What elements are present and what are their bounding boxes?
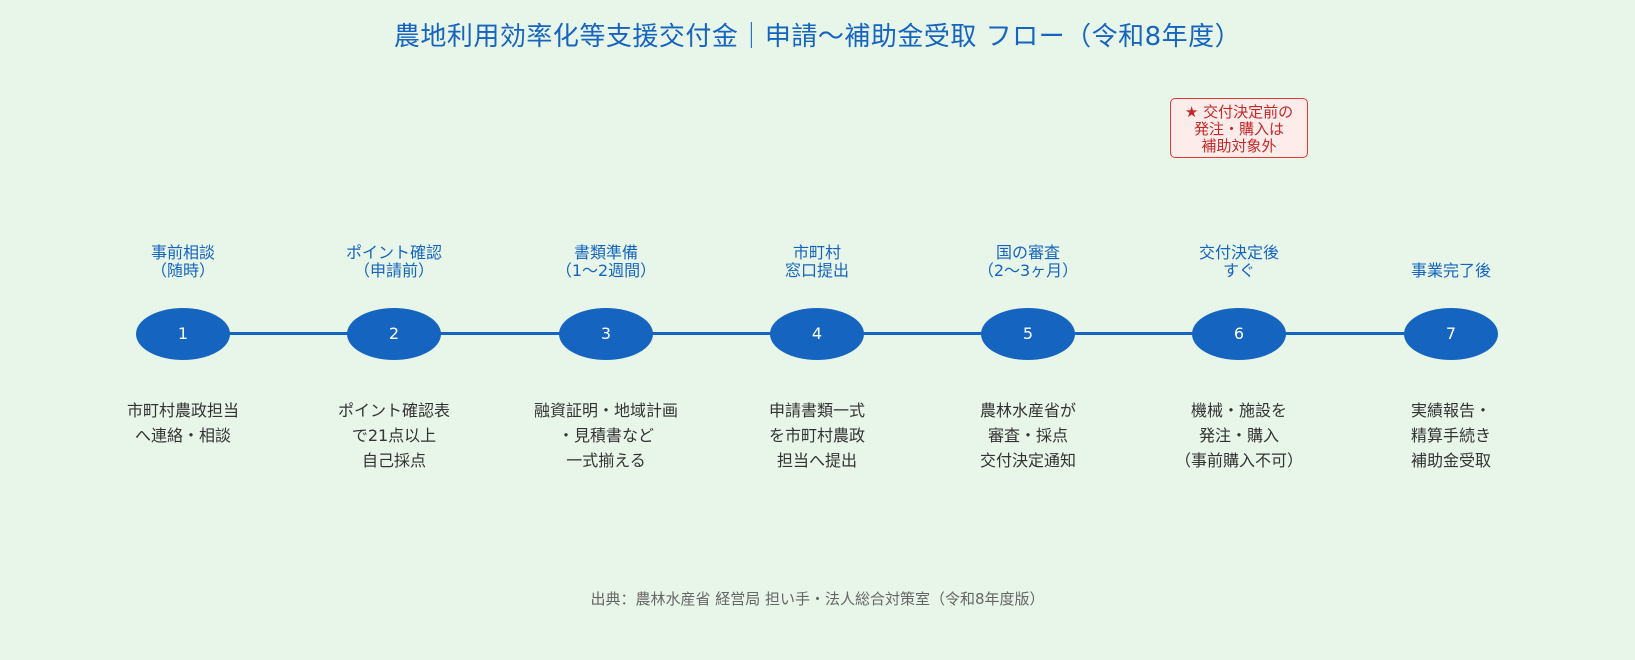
step-timing-line: （随時）: [150, 261, 215, 280]
step-timing-line: 事業完了後: [1410, 261, 1491, 280]
step-timing-line: ポイント確認: [345, 243, 442, 262]
step-timing: ポイント確認 （申請前）: [289, 240, 499, 280]
step-description-line: 交付決定通知: [979, 451, 1076, 470]
step-number-node: 7: [1404, 308, 1498, 360]
step-description-line: （事前購入不可）: [1174, 451, 1303, 470]
step-description-line: 審査・採点: [987, 426, 1068, 445]
step-timing-line: すぐ: [1222, 261, 1255, 280]
step-description-line: 一式揃える: [566, 451, 646, 470]
step-timing-line: （1〜2週間）: [555, 261, 657, 280]
step-number-node: 4: [770, 308, 864, 360]
page-title: 農地利用効率化等支援交付金｜申請〜補助金受取 フロー（令和8年度）: [393, 22, 1242, 52]
step-number-node: 5: [981, 308, 1075, 360]
warning-note: ★ 交付決定前の 発注・購入は 補助対象外: [1170, 98, 1308, 158]
step-description-line: へ連絡・相談: [134, 426, 231, 445]
step-timing-line: 国の審査: [995, 243, 1060, 262]
step-timing: 事前相談 （随時）: [78, 240, 288, 280]
step-description-line: 補助金受取: [1410, 451, 1491, 470]
warning-note-line: 補助対象外: [1201, 137, 1277, 155]
step-timing-line: （2〜3ヶ月）: [977, 261, 1079, 280]
step-description: 融資証明・地域計画 ・見積書など 一式揃える: [501, 398, 711, 473]
warning-note-line: 発注・購入は: [1193, 120, 1284, 138]
step-timing-line: 書類準備: [573, 243, 638, 262]
step-description: 実績報告・ 精算手続き 補助金受取: [1346, 398, 1556, 473]
step-timing: 事業完了後: [1346, 240, 1556, 280]
step-description-line: 発注・購入: [1198, 426, 1279, 445]
step-description-line: 農林水産省が: [979, 401, 1076, 420]
step-timing-line: 窓口提出: [784, 261, 849, 280]
step-number-node: 3: [559, 308, 653, 360]
step-description-line: 融資証明・地域計画: [533, 401, 678, 420]
step-description-line: で21点以上: [351, 426, 437, 445]
step-timing: 国の審査 （2〜3ヶ月）: [923, 240, 1133, 280]
step-description-line: 自己採点: [361, 451, 426, 470]
step-description: 農林水産省が 審査・採点 交付決定通知: [923, 398, 1133, 473]
step-timing-line: 事前相談: [150, 243, 215, 262]
step-description: ポイント確認表 で21点以上 自己採点: [289, 398, 499, 473]
step-description-line: 実績報告・: [1410, 401, 1491, 420]
step-number-node: 6: [1192, 308, 1286, 360]
step-description-line: を市町村農政: [768, 426, 865, 445]
step-timing-line: 交付決定後: [1198, 243, 1279, 262]
step-timing-line: （申請前）: [353, 261, 434, 280]
step-timing: 書類準備 （1〜2週間）: [501, 240, 711, 280]
step-timing-line: 市町村: [792, 243, 841, 262]
step-description-line: ポイント確認表: [337, 401, 450, 420]
step-timing: 交付決定後 すぐ: [1134, 240, 1344, 280]
warning-note-line: ★ 交付決定前の: [1184, 103, 1294, 121]
step-description-line: 市町村農政担当: [126, 401, 239, 420]
step-description: 市町村農政担当 へ連絡・相談: [78, 398, 288, 448]
step-description-line: 担当へ提出: [776, 451, 857, 470]
step-description-line: 申請書類一式: [768, 401, 865, 420]
step-description: 申請書類一式 を市町村農政 担当へ提出: [712, 398, 922, 473]
step-description-line: ・見積書など: [557, 426, 654, 445]
step-description-line: 機械・施設を: [1190, 401, 1287, 420]
step-timing: 市町村 窓口提出: [712, 240, 922, 280]
step-description-line: 精算手続き: [1410, 426, 1491, 445]
step-description: 機械・施設を 発注・購入 （事前購入不可）: [1134, 398, 1344, 473]
step-number-node: 1: [136, 308, 230, 360]
source-citation: 出典：農林水産省 経営局 担い手・法人総合対策室（令和8年度版）: [590, 590, 1045, 608]
step-number-node: 2: [347, 308, 441, 360]
